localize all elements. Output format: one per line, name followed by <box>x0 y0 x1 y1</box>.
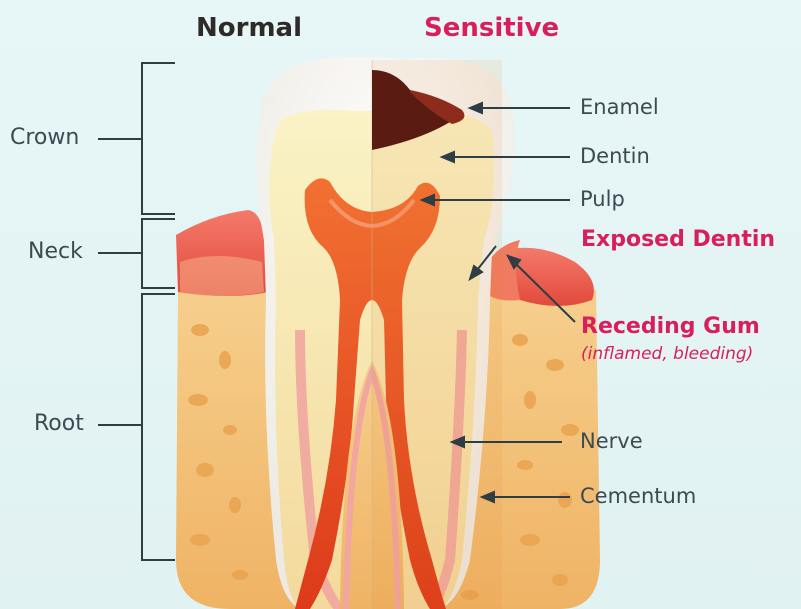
nerve-label: Nerve <box>580 431 643 452</box>
receding-gum-note: (inflamed, bleeding) <box>581 346 753 363</box>
receding-gum-label: Receding Gum <box>581 316 760 338</box>
crown-label: Crown <box>10 127 79 149</box>
dentin-label: Dentin <box>580 146 650 167</box>
root-label: Root <box>34 413 84 435</box>
cementum-label: Cementum <box>580 486 696 507</box>
sensitive-header: Sensitive <box>424 15 559 41</box>
enamel-label: Enamel <box>580 97 659 118</box>
region-brackets <box>98 63 175 560</box>
neck-label: Neck <box>28 241 83 263</box>
normal-header: Normal <box>196 15 302 41</box>
pulp-label: Pulp <box>580 189 625 210</box>
exposed-dentin-label: Exposed Dentin <box>581 229 775 251</box>
